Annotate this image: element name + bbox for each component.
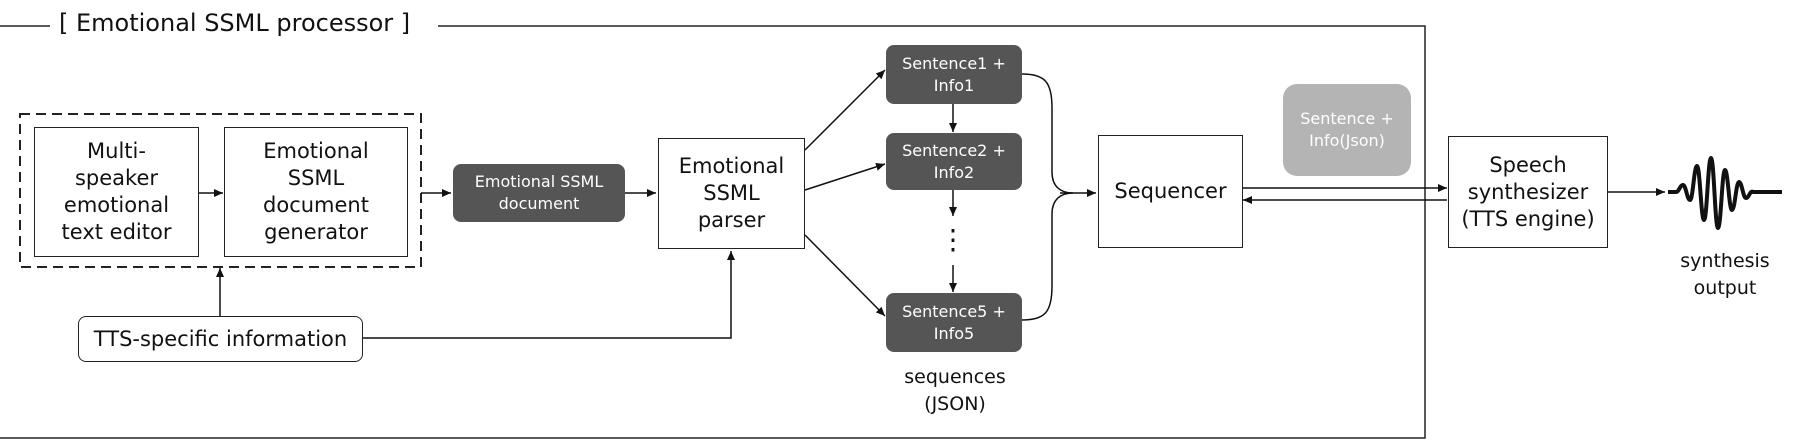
sentence-ellipsis: ⋮ [939,223,967,256]
sentence-brace-to-sequencer [1021,73,1074,321]
edge-tts-info-to-parser [363,251,735,339]
waveform-icon [1668,156,1782,230]
edge-parser-to-sentence2 [804,162,886,191]
processor-frame [0,25,1426,439]
emotional-ssml-document[interactable]: Emotional SSML document [453,164,625,222]
sequencer[interactable]: Sequencer [1098,135,1243,248]
processor-title: [ Emotional SSML processor ] [52,8,418,38]
sentence5-info5[interactable]: Sentence5 + Info5 [886,293,1022,352]
speech-synthesizer-tts-engine[interactable]: Speech synthesizer (TTS engine) [1448,136,1608,248]
sentence-info-json[interactable]: Sentence + Info(Json) [1283,84,1411,176]
sentence1-info1[interactable]: Sentence1 + Info1 [886,45,1022,104]
emotional-ssml-document-generator[interactable]: Emotional SSML document generator [224,127,408,257]
tts-specific-information[interactable]: TTS-specific information [78,316,363,362]
multi-speaker-emotional-text-editor[interactable]: Multi- speaker emotional text editor [34,127,199,257]
sentence2-info2[interactable]: Sentence2 + Info2 [886,133,1022,190]
emotional-ssml-parser[interactable]: Emotional SSML parser [658,138,805,249]
edge-parser-to-sentence1 [804,69,886,151]
editor-group-dashed-border [19,113,422,268]
synthesis-output-label: synthesis output [1680,250,1770,299]
edge-parser-to-sentence5 [804,234,886,317]
sequences-json-label: sequences (JSON) [904,366,1006,415]
